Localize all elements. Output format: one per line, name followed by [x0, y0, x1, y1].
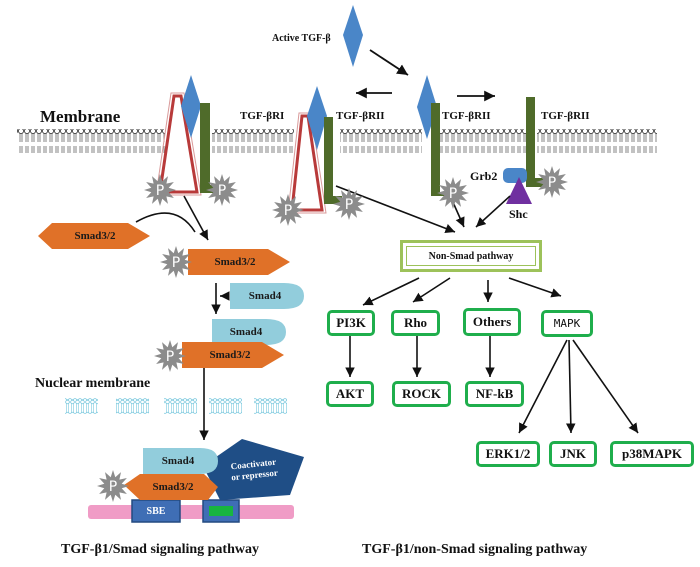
arrow [183, 195, 209, 241]
smad32-phospho-label: Smad3/2 [214, 256, 256, 268]
smad32-free-shape [38, 223, 150, 249]
non-smad-hub-label: Non-Smad pathway [406, 246, 536, 266]
arrow [572, 339, 639, 434]
tgf-bri-receptor-outline [155, 92, 202, 196]
phospho-label: P [284, 203, 292, 219]
active-tgf-ligand [343, 5, 363, 67]
membrane-segment [17, 129, 165, 153]
non-smad-pathway-caption: TGF-β1/non-Smad signaling pathway [362, 542, 588, 557]
node-mapk: MAPK [541, 310, 593, 337]
node-rho: Rho [391, 310, 440, 336]
nuclear-membrane-segment [65, 398, 98, 414]
phospho-star-icon: P [333, 188, 365, 220]
node-jnk: JNK [549, 441, 597, 467]
tgf-ligand-bound [181, 75, 201, 138]
active-tgf-label: Active TGF-β [272, 33, 331, 44]
node-erk12: ERK1/2 [476, 441, 540, 467]
nuclear-membrane-segment [116, 398, 149, 414]
arrow [518, 339, 568, 434]
smad4-free-shape [230, 283, 304, 309]
phospho-star-icon: P [536, 166, 568, 198]
smad4-nucleus-label: Smad4 [161, 455, 195, 467]
tgf-bri-label: TGF-βRI [240, 110, 285, 122]
node-rock: ROCK [392, 381, 451, 407]
tgf-brii-receptor [431, 103, 452, 196]
smad4-complex-label: Smad4 [229, 326, 263, 338]
phospho-label: P [548, 175, 556, 191]
phospho-star-icon: P [437, 177, 469, 209]
phospho-star-icon: P [144, 174, 176, 206]
nuclear-membrane-label: Nuclear membrane [35, 376, 151, 391]
smad4-complex-shape [212, 319, 286, 345]
arrow [508, 277, 562, 298]
smad32-free-label: Smad3/2 [74, 230, 116, 242]
tgf-brii-label-3: TGF-βRII [541, 110, 590, 122]
tgf-brii-receptor [526, 97, 548, 187]
phospho-label: P [449, 186, 457, 202]
smad32-complex-shape [182, 342, 284, 368]
node-pi3k: PI3K [327, 310, 375, 336]
phospho-star-icon: P [154, 340, 186, 372]
phospho-star-icon: P [272, 194, 304, 226]
smad-pathway-caption: TGF-β1/Smad signaling pathway [61, 542, 259, 557]
tgf-brii-receptor [324, 117, 342, 204]
arrow [475, 195, 511, 228]
coactivator-shape [203, 439, 304, 500]
non-smad-hub: Non-Smad pathway [400, 240, 542, 272]
phospho-label: P [156, 183, 164, 199]
sbe-label: SBE [146, 505, 166, 517]
node-p38mapk: p38MAPK [610, 441, 694, 467]
grb2-label: Grb2 [470, 169, 498, 183]
tgf-brii-label-2: TGF-βRII [442, 110, 491, 122]
smad4-nucleus-shape [143, 448, 218, 474]
nuclear-membrane-segment [254, 398, 287, 414]
arrow [369, 49, 409, 76]
node-others: Others [463, 308, 521, 336]
arrow [412, 277, 451, 303]
nuclear-membrane-segment [164, 398, 197, 414]
phospho-label: P [345, 197, 353, 213]
node-akt: AKT [326, 381, 374, 407]
arrow [362, 277, 420, 306]
tgf-brii-receptor [200, 103, 222, 193]
tgf-brii-label-1: TGF-βRII [336, 110, 385, 122]
tgf-bri-receptor [290, 114, 324, 212]
phospho-star-icon: P [160, 246, 192, 278]
phospho-label: P [109, 479, 117, 495]
membrane-segment [340, 129, 422, 153]
phospho-label: P [166, 349, 174, 365]
tgf-bri-receptor [158, 94, 199, 194]
membrane-label: Membrane [40, 107, 121, 126]
smad4-free-label: Smad4 [248, 290, 282, 302]
phospho-star-icon: P [97, 470, 129, 502]
dna-strand [88, 505, 294, 519]
grb2-protein [503, 168, 527, 183]
tgf-ligand-bound [307, 86, 327, 150]
phospho-label: P [172, 255, 180, 271]
membrane-segment [440, 129, 526, 153]
membrane-segment [212, 129, 294, 153]
smad32-nucleus-label: Smad3/2 [152, 481, 194, 493]
arc-arrow [135, 212, 196, 233]
shc-protein [506, 177, 532, 204]
phospho-label: P [218, 183, 226, 199]
tgf-bri-receptor-outline [287, 112, 327, 214]
nuclear-membrane-segment [209, 398, 242, 414]
arrow [565, 339, 576, 434]
smad32-nucleus-shape [124, 474, 218, 500]
node-nfkb: NF-kB [465, 381, 524, 407]
smad32-phospho-shape [188, 249, 290, 275]
membrane-segment [537, 129, 657, 153]
shc-label: Shc [509, 207, 528, 221]
phospho-star-icon: P [206, 174, 238, 206]
response-element-inner [209, 506, 233, 516]
smad32-complex-label: Smad3/2 [209, 349, 251, 361]
